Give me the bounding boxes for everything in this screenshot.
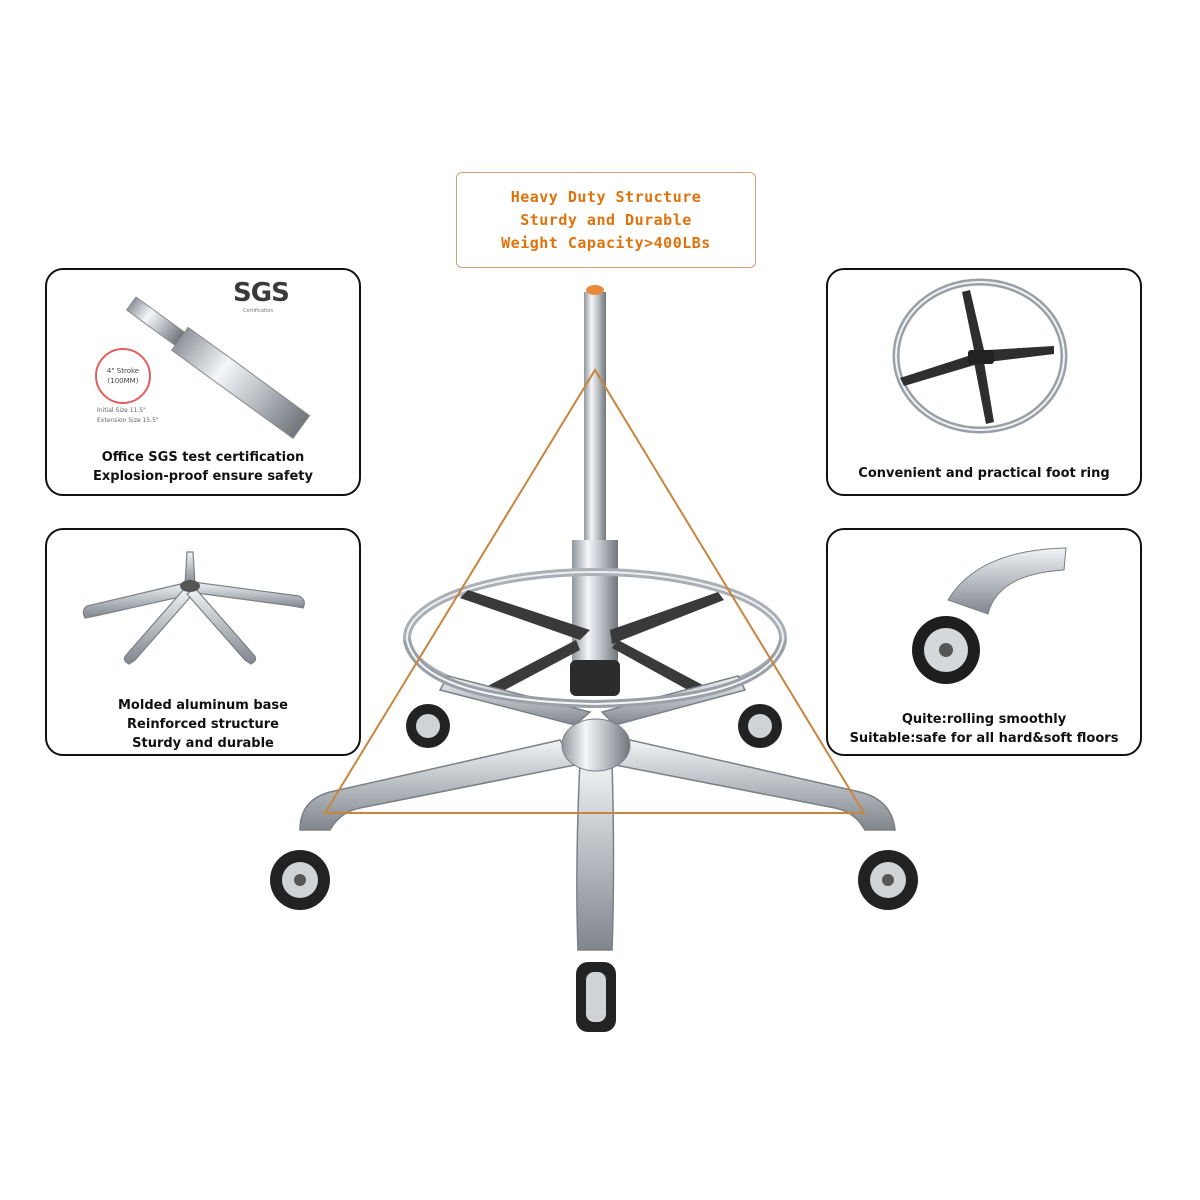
base-image [82,551,305,665]
caster-back-right [738,704,782,748]
gas-lift-caption: Office SGS test certification Explosion-… [47,448,359,486]
stroke-badge: 4" Stroke (100MM) [95,348,151,404]
size-note-2: Extension Size 15.5" [97,417,159,424]
sgs-subtext: Certification [243,308,274,314]
badge-line-2: (100MM) [107,377,139,385]
foot-ring-card: Convenient and practical foot ring [826,268,1142,496]
caster-back-left [406,704,450,748]
callout-line-1: Heavy Duty Structure [510,187,702,206]
callout-line-3: Weight Capacity>400LBs [501,233,711,252]
caster-left [270,850,330,910]
badge-line-1: 4" Stroke [106,367,140,375]
foot-ring-caption: Convenient and practical foot ring [828,464,1140,483]
base-caption-1: Molded aluminum base [118,698,288,713]
casters-card: Quite:rolling smoothly Suitable:safe for… [826,528,1142,756]
size-note: Initial Size 11.5" Extension Size 15.5" [97,406,159,426]
base-caption: Molded aluminum base Reinforced structur… [47,696,359,753]
casters-caption-1: Quite:rolling smoothly [901,712,1067,727]
base-card: Molded aluminum base Reinforced structur… [45,528,361,756]
heavy-duty-callout: Heavy Duty Structure Sturdy and Durable … [456,172,756,268]
casters-caption: Quite:rolling smoothly Suitable:safe for… [828,710,1140,748]
foot-ring-spokes [460,590,724,700]
gas-lift-cap [586,285,604,295]
callout-line-2: Sturdy and Durable [520,210,692,229]
gas-lift-rod [584,292,606,542]
caster-right [858,850,918,910]
foot-ring-caption-1: Convenient and practical foot ring [858,466,1110,481]
gas-lift-caption-1: Office SGS test certification [101,450,305,465]
gas-lift-image [125,296,311,439]
gas-lift-caption-2: Explosion-proof ensure safety [93,469,313,484]
caster-image [912,547,1067,684]
gas-lift-card: SGS Certification 4" Stroke (100MM) Init… [45,268,361,496]
caster-front [576,962,616,1032]
base-caption-3: Sturdy and durable [132,736,274,751]
structure-triangle [323,368,866,814]
sgs-logo: SGS [233,278,290,308]
size-note-1: Initial Size 11.5" [97,407,146,414]
foot-ring-image [892,278,1068,434]
base-caption-2: Reinforced structure [127,717,279,732]
casters-caption-2: Suitable:safe for all hard&soft floors [849,731,1119,746]
